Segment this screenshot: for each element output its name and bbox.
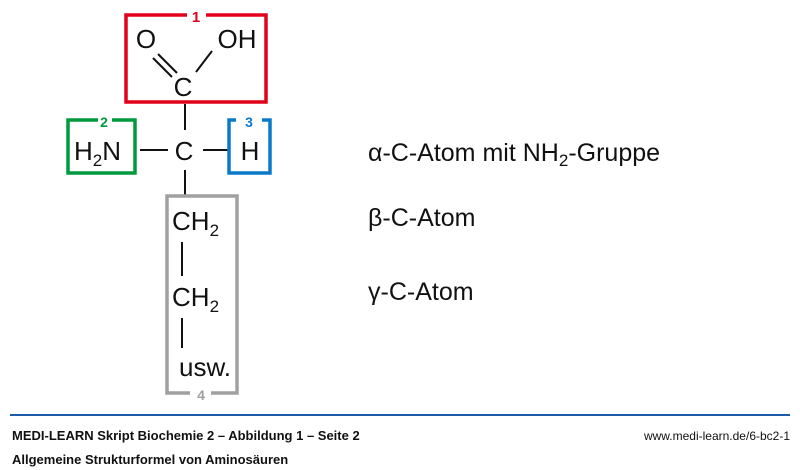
etc-label: usw.	[179, 352, 231, 382]
amino-number: 2	[100, 114, 108, 130]
side-chain-number: 4	[197, 387, 205, 403]
side-chain-box	[165, 194, 239, 395]
oxygen-label: O	[136, 24, 156, 54]
carboxyl-group-box	[124, 13, 268, 104]
amino-group-box	[66, 118, 137, 175]
hydroxyl-label: OH	[218, 24, 257, 54]
footer-url: www.medi-learn.de/6-bc2-1	[643, 429, 790, 443]
hydrogen-box	[227, 118, 272, 175]
beta-c-description: β-C-Atom	[368, 204, 475, 232]
gamma-ch2-label: CH2	[172, 282, 219, 316]
hydrogen-label: H	[241, 136, 260, 166]
footer-title: MEDI-LEARN Skript Biochemie 2 – Abbildun…	[12, 428, 360, 443]
amino-label: H2N	[74, 136, 121, 170]
alpha-carbon-label: C	[175, 136, 194, 166]
footer-subtitle: Allgemeine Strukturformel von Aminosäure…	[12, 452, 289, 467]
hydrogen-number: 3	[245, 114, 253, 130]
carboxyl-carbon-label: C	[174, 72, 193, 102]
footer-divider	[10, 414, 790, 416]
gamma-c-description: γ-C-Atom	[368, 278, 474, 306]
alpha-c-description: α-C-Atom mit NH2-Gruppe	[368, 139, 660, 170]
beta-ch2-label: CH2	[172, 206, 219, 240]
carboxyl-number: 1	[192, 9, 200, 26]
bonds	[140, 50, 230, 348]
